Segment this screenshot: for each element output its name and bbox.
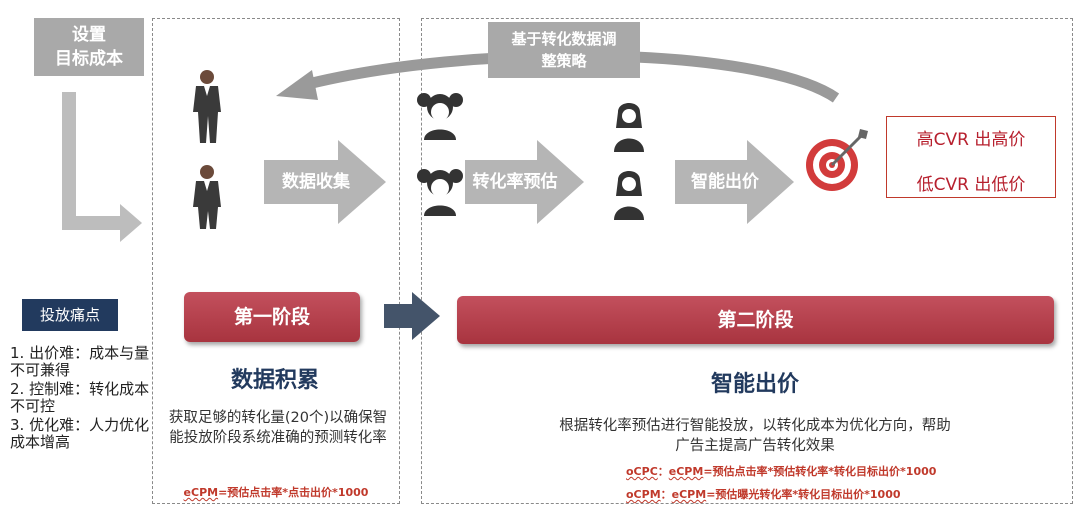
pain-point-item: 2. 控制难：转化成本不可控 bbox=[10, 380, 150, 415]
cvr-predict-label: 转化率预估 bbox=[472, 172, 558, 192]
businessman-icon bbox=[193, 165, 221, 229]
data-collect-label: 数据收集 bbox=[282, 172, 350, 192]
bid-rules-box: 高CVR 出高价 低CVR 出低价 bbox=[886, 116, 1056, 198]
stage-arrow bbox=[384, 292, 440, 340]
strategy-box: 基于转化数据调 整策略 bbox=[488, 22, 640, 78]
ocpc-name: oCPC bbox=[626, 465, 658, 478]
woman-icon bbox=[614, 103, 644, 152]
pain-point-item: 1. 出价难：成本与量不可兼得 bbox=[10, 344, 150, 379]
set-target-box: 设置 目标成本 bbox=[34, 18, 144, 76]
bid-rule-low: 低CVR 出低价 bbox=[916, 175, 1026, 195]
bid-rule-high: 高CVR 出高价 bbox=[916, 130, 1026, 150]
girl-icon bbox=[417, 93, 463, 140]
stage1-bar: 第一阶段 bbox=[184, 292, 360, 342]
ocpc-sep: ： bbox=[657, 465, 669, 478]
stage2-title: 智能出价 bbox=[710, 372, 799, 397]
ocpc-ecpm: eCPM bbox=[668, 465, 704, 478]
target-icon bbox=[806, 129, 868, 191]
stage1-desc: 获取足够的转化量(20个)以确保智能投放阶段系统准确的预测转化率 bbox=[168, 410, 388, 446]
pain-points-title: 投放痛点 bbox=[22, 299, 118, 331]
stage1-title: 数据积累 bbox=[230, 368, 319, 393]
gray-block-arrows bbox=[264, 140, 794, 224]
stage1-formula: eCPM=预估点击率*点击出价*1000 bbox=[160, 484, 392, 500]
businessman-icon bbox=[193, 70, 221, 143]
strategy-line2: 整策略 bbox=[541, 52, 587, 70]
stage2-desc-line1: 根据转化率预估进行智能投放，以转化成本为优化方向，帮助 bbox=[559, 418, 951, 434]
stage2-bar: 第二阶段 bbox=[457, 296, 1054, 344]
pain-points-list: 1. 出价难：成本与量不可兼得 2. 控制难：转化成本不可控 3. 优化难：人力… bbox=[10, 345, 150, 451]
girl-icon bbox=[417, 169, 463, 216]
stage1-formula-ecpm: eCPM bbox=[183, 486, 219, 499]
stage2-container bbox=[421, 18, 1073, 504]
stage2-formula-ocpm: oCPM：eCPM=预估曝光转化率*转化目标出价*1000 bbox=[626, 486, 901, 502]
set-target-line1: 设置 bbox=[72, 25, 106, 45]
pain-point-item: 3. 优化难：人力优化成本增高 bbox=[10, 416, 150, 451]
l-arrow bbox=[62, 92, 142, 242]
ocpc-rest: =预估点击率*预估转化率*转化目标出价*1000 bbox=[703, 465, 937, 478]
ocpm-rest: =预估曝光转化率*转化目标出价*1000 bbox=[706, 488, 901, 501]
stage2-desc-line2: 广告主提高广告转化效果 bbox=[675, 438, 835, 454]
ocpm-ecpm: eCPM bbox=[671, 488, 707, 501]
woman-icon bbox=[614, 171, 644, 220]
ocpm-name: oCPM bbox=[626, 488, 661, 501]
stage2-formula-ocpc: oCPC：eCPM=预估点击率*预估转化率*转化目标出价*1000 bbox=[626, 463, 936, 479]
stage1-container bbox=[152, 18, 400, 504]
stage1-formula-rest: =预估点击率*点击出价*1000 bbox=[218, 486, 369, 499]
set-target-line2: 目标成本 bbox=[55, 49, 123, 69]
smart-bid-label: 智能出价 bbox=[691, 172, 759, 192]
strategy-line1: 基于转化数据调 bbox=[511, 30, 617, 48]
ocpm-sep: ： bbox=[660, 488, 672, 501]
